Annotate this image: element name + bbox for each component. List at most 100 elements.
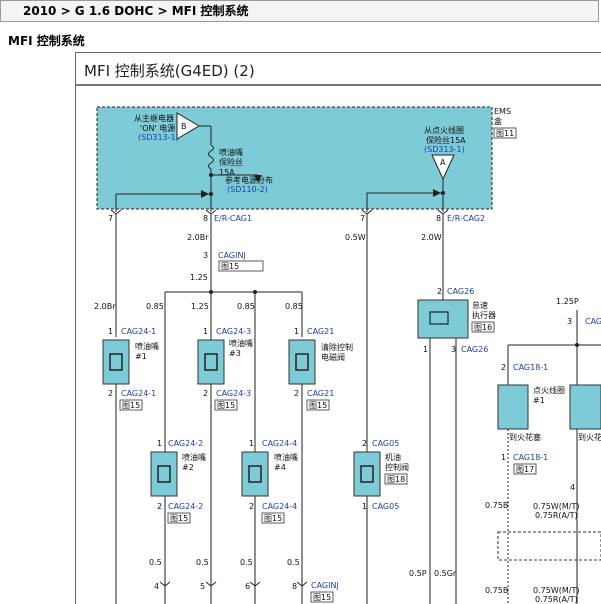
connector-cag24-1[interactable]: CAG24-1: [121, 327, 156, 336]
ems-box: [96, 106, 493, 210]
connector-cag24-4-lower[interactable]: CAG24-4: [262, 502, 297, 511]
connector-cag24-2[interactable]: CAG24-2: [168, 439, 203, 448]
connector-cag24-3[interactable]: CAG24-3: [216, 327, 251, 336]
connector-cag24-3-lower[interactable]: CAG24-3: [216, 389, 251, 398]
pin-2-coil1: 2: [501, 363, 506, 372]
fig-caginj[interactable]: 图15: [221, 262, 239, 271]
pin-2-idle: 2: [437, 287, 442, 296]
fig-purge[interactable]: 图15: [309, 401, 327, 410]
diagram-title: MFI 控制系统(G4ED) (2): [84, 62, 255, 80]
connector-cag24-4[interactable]: CAG24-4: [262, 439, 297, 448]
connector-er-cag1[interactable]: E/R-CAG1: [214, 214, 252, 223]
ref-power-ref[interactable]: (SD110-2): [227, 185, 268, 194]
fig-box-coil1: [513, 463, 537, 475]
wire-1-25-b: 1.25: [191, 302, 209, 311]
pin-8-a: 8: [203, 214, 208, 223]
injector-fuse-line3: 15A: [219, 168, 235, 177]
wire-2-0w: 2.0W: [421, 233, 442, 242]
wire-0-75r-a: 0.75R(A/T): [535, 511, 578, 520]
wire-0-5gr: 0.5Gr: [434, 569, 457, 578]
supply-b-letter: B: [181, 122, 187, 131]
title-divider: [75, 84, 601, 86]
injector-3-line1: 喷油嘴: [229, 338, 253, 348]
ignition-coil-2: [569, 384, 601, 430]
breadcrumb[interactable]: 2010 > G 1.6 DOHC > MFI 控制系统: [0, 0, 599, 22]
injector-1-line2: #1: [135, 352, 147, 361]
pin-3-idle: 3: [451, 345, 456, 354]
fig-box-caginj-lower: [310, 591, 334, 603]
fig-inj2[interactable]: 图15: [170, 514, 188, 523]
fig-inj3[interactable]: 图15: [217, 401, 235, 410]
injector-4: [241, 451, 269, 497]
injector-2: [150, 451, 178, 497]
pin-8-b: 8: [436, 214, 441, 223]
pin-1-inj3: 1: [203, 327, 208, 336]
connector-er-cag2[interactable]: E/R-CAG2: [447, 214, 485, 223]
fig-box-inj1: [119, 399, 143, 411]
wire-0-75r-b: 0.75R(A/T): [535, 595, 578, 604]
injector-4-line1: 喷油嘴: [274, 452, 298, 462]
main-supply-line2: 'ON' 电源: [140, 123, 175, 133]
wire-0-5-d: 0.5: [287, 558, 300, 567]
fig-caginj-lower[interactable]: 图15: [313, 593, 331, 602]
connector-caginj-lower[interactable]: CAGINJ: [311, 581, 339, 590]
pin-1-coil1: 1: [501, 453, 506, 462]
fig-inj1[interactable]: 图15: [122, 401, 140, 410]
connector-cag24-1-lower[interactable]: CAG24-1: [121, 389, 156, 398]
connector-cag05[interactable]: CAG05: [372, 439, 399, 448]
coil1-line2: #1: [533, 396, 545, 405]
connector-cag21[interactable]: CAG21: [307, 327, 334, 336]
connector-cag18-1-lower[interactable]: CAG18-1: [513, 453, 548, 462]
injector-1-line1: 喷油嘴: [135, 341, 159, 351]
ign-supply-ref[interactable]: (SD313-1): [424, 145, 465, 154]
purge-solenoid: [288, 339, 316, 385]
connector-cag24-2-lower[interactable]: CAG24-2: [168, 502, 203, 511]
wire-0-5p: 0.5P: [409, 569, 427, 578]
ems-fig-box: [493, 127, 517, 139]
fig-box-inj4: [261, 512, 285, 524]
connector-cag-partial[interactable]: CAG: [585, 317, 601, 326]
ignition-coil-1: [497, 384, 529, 430]
connector-cag26[interactable]: CAG26: [447, 287, 474, 296]
wire-0-5-a: 0.5: [149, 558, 162, 567]
fig-coil1[interactable]: 图17: [516, 465, 534, 474]
oil-control-line1: 机油: [385, 452, 401, 462]
fig-inj4[interactable]: 图15: [264, 514, 282, 523]
pin-6-caginj: 6: [245, 582, 250, 591]
section-title: MFI 控制系统: [8, 34, 85, 48]
fig-idle[interactable]: 图16: [474, 323, 492, 332]
ems-fig[interactable]: 图11: [496, 129, 514, 138]
pin-7-a: 7: [108, 214, 113, 223]
pin-1-inj1: 1: [108, 327, 113, 336]
pin-2-inj3: 2: [203, 389, 208, 398]
fig-box-idle: [471, 321, 495, 333]
wire-0-75b-a: 0.75B: [485, 501, 508, 510]
ref-power-line1: 参考电源分布: [225, 175, 273, 185]
connector-cag18-1[interactable]: CAG18-1: [513, 363, 548, 372]
oil-control-line2: 控制阀: [385, 462, 409, 472]
pin-2-inj4: 2: [249, 502, 254, 511]
pin-2-inj1: 2: [108, 389, 113, 398]
coil1-line1: 点火线圈: [533, 385, 565, 395]
pin-2-purge: 2: [294, 389, 299, 398]
main-supply-line1: 从主继电器: [134, 113, 174, 123]
wire-2-0br-b: 2.0Br: [94, 302, 116, 311]
injector-fuse-line2: 保险丝: [219, 157, 243, 167]
fig-camv[interactable]: 图18: [387, 475, 405, 484]
fig-box-caginj: [218, 260, 264, 272]
connector-cag26-lower[interactable]: CAG26: [461, 345, 488, 354]
coil1-caption: 到火花塞: [509, 432, 541, 442]
pin-2-inj2: 2: [157, 502, 162, 511]
injector-fuse-line1: 喷油嘴: [219, 147, 243, 157]
injector-2-line2: #2: [182, 463, 194, 472]
supply-b-triangle: [176, 112, 200, 140]
pin-1-idle: 1: [423, 345, 428, 354]
main-supply-ref[interactable]: (SD313-1): [138, 133, 179, 142]
connector-cag21-lower[interactable]: CAG21: [307, 389, 334, 398]
connector-caginj[interactable]: CAGINJ: [218, 251, 246, 260]
wire-0-75b-b: 0.75B: [485, 586, 508, 595]
supply-a-triangle: [431, 154, 455, 181]
connector-cag05-lower[interactable]: CAG05: [372, 502, 399, 511]
pin-5-caginj: 5: [200, 582, 205, 591]
